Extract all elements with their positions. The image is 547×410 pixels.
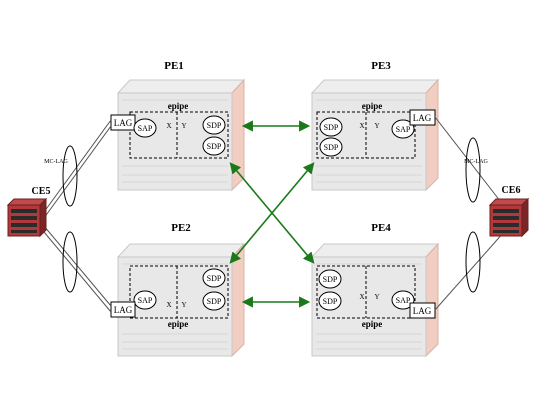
pe3-sdp-1	[319, 117, 343, 137]
pe2-service-label: epipe	[168, 319, 189, 329]
router-pe4: PE4 epipe SDP SDP X Y SAP LAG	[310, 222, 440, 358]
pe3-x-label: X	[359, 122, 364, 130]
pe1-x-label: X	[166, 122, 171, 130]
pe2-sap	[133, 290, 157, 310]
pe2-lag-label: LAG	[114, 305, 133, 315]
pe4-lag-label: LAG	[413, 306, 432, 316]
router-pe1: PE1 epipe LAG SAP X Y SDP SDP	[110, 60, 246, 192]
pe4-x-label: X	[359, 293, 364, 301]
pe4-lag-box	[409, 302, 436, 319]
ce5-name: CE5	[32, 186, 51, 197]
pe2-sap-label: SAP	[138, 296, 153, 305]
ce5-mclag-label: MC-LAG	[44, 159, 68, 165]
pe2-x-label: X	[166, 301, 171, 309]
router-pe3: PE3 epipe SDP SDP X Y SAP LAG	[310, 60, 440, 192]
pe4-sdp-2-label: SDP	[323, 297, 338, 306]
pe1-y-label: Y	[181, 122, 186, 130]
pe2-sdp-2-label: SDP	[207, 297, 222, 306]
pe3-sap	[391, 119, 415, 139]
ce5-device-icon	[6, 197, 48, 238]
ce5-links	[43, 119, 112, 313]
pe2-sdp-1-label: SDP	[207, 274, 222, 283]
pe4-service-label: epipe	[362, 319, 383, 329]
pe4-sdp-1-label: SDP	[323, 275, 338, 284]
pe2-sdp-2	[202, 291, 226, 311]
pe3-sdp-2-label: SDP	[324, 143, 339, 152]
pe1-sdp-2	[202, 136, 226, 156]
pe4-sdp-2	[318, 291, 342, 311]
pe1-service-label: epipe	[168, 101, 189, 111]
pe1-sdp-1-label: SDP	[207, 121, 222, 130]
pe1-name: PE1	[164, 60, 184, 72]
pe2-name: PE2	[171, 222, 191, 234]
ce5-mclag-oval-top	[62, 145, 78, 207]
pe1-sdp-2-label: SDP	[207, 142, 222, 151]
pe1-sdp-1	[202, 115, 226, 135]
pe1-sap	[133, 118, 157, 138]
pe2-y-label: Y	[181, 301, 186, 309]
ce6-links	[434, 116, 505, 311]
pe3-service-label: epipe	[362, 101, 383, 111]
pe3-lag-label: LAG	[413, 113, 432, 123]
ce5-mclag-oval-bottom	[62, 231, 78, 293]
pe3-sap-label: SAP	[396, 125, 411, 134]
pe4-sap-label: SAP	[396, 296, 411, 305]
pe2-sdp-1	[202, 268, 226, 288]
ce6-device-icon	[488, 197, 530, 238]
pe2-lag-box	[110, 301, 136, 318]
pe1-sap-label: SAP	[138, 124, 153, 133]
pe4-y-label: Y	[374, 293, 379, 301]
pe1-lag-box	[110, 114, 136, 131]
pe3-sdp-1-label: SDP	[324, 123, 339, 132]
pe1-service-box	[129, 111, 229, 159]
ce6-name: CE6	[502, 185, 521, 196]
pe3-name: PE3	[371, 60, 391, 72]
router-pe2: PE2 epipe SDP SDP SAP X Y LAG	[110, 222, 246, 358]
pe4-sdp-1	[318, 269, 342, 289]
pe4-name: PE4	[371, 222, 391, 234]
link-pe3-pe2	[229, 162, 315, 264]
pe4-sap	[391, 290, 415, 310]
pe1-lag-label: LAG	[114, 118, 133, 128]
ce6-mclag-oval-top	[465, 137, 481, 203]
pe3-sdp-2	[319, 137, 343, 157]
ce6-mclag-label: MC-LAG	[464, 159, 488, 165]
pe3-y-label: Y	[374, 122, 379, 130]
ce6-mclag-oval-bottom	[465, 231, 481, 293]
